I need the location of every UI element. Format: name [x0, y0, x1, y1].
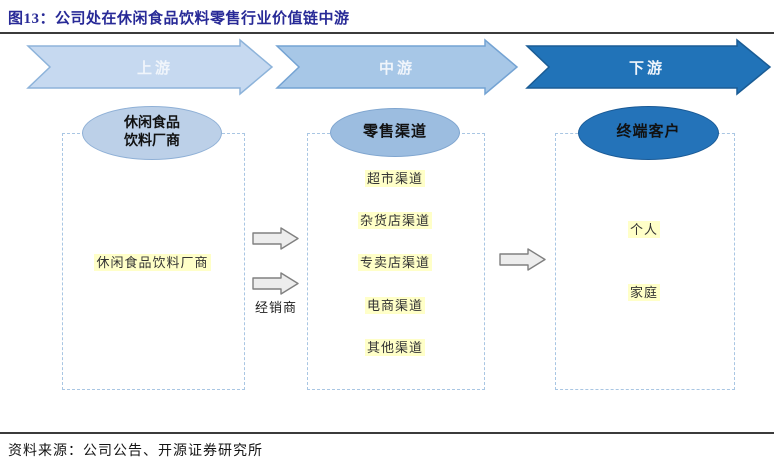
figure-title: 图13：公司处在休闲食品饮料零售行业价值链中游 [8, 11, 350, 27]
midstream-header-label: 零售渠道 [362, 123, 427, 140]
flow-arrow-upper-icon [252, 227, 299, 250]
channel-item-ecommerce: 电商渠道 [307, 297, 483, 315]
upstream-header-line1: 休闲食品 [124, 115, 180, 131]
item-tag: 超市渠道 [364, 170, 425, 187]
upstream-header-line2: 饮料厂商 [124, 134, 180, 149]
source-note: 资料来源：公司公告、开源证券研究所 [8, 444, 263, 459]
upstream-item-manufacturer: 休闲食品饮料厂商 [62, 254, 243, 272]
channel-item-other: 其他渠道 [307, 339, 483, 357]
item-tag: 杂货店渠道 [357, 212, 432, 229]
upstream-header-ellipse: 休闲食品 饮料厂商 [82, 106, 222, 160]
customer-item-family: 家庭 [555, 284, 733, 302]
downstream-header-label: 终端客户 [616, 124, 681, 141]
stage-label-downstream: 下游 [628, 61, 665, 77]
stage-label-midstream: 中游 [378, 61, 415, 77]
title-divider-line [0, 32, 774, 34]
flow-arrow-lower-icon [252, 272, 299, 295]
stage-label-upstream: 上游 [136, 61, 173, 77]
midstream-header-ellipse: 零售渠道 [330, 108, 460, 157]
downstream-header-ellipse: 终端客户 [578, 106, 719, 160]
midstream-arrow-icon [275, 38, 519, 96]
downstream-arrow-icon [525, 38, 772, 96]
item-tag: 专卖店渠道 [357, 254, 432, 271]
downstream-column-box [555, 133, 735, 390]
customer-item-individual: 个人 [555, 221, 733, 239]
stage-arrows [26, 38, 772, 96]
item-tag: 其他渠道 [364, 339, 425, 356]
distributor-label: 经销商 [254, 300, 297, 315]
channel-item-specialty: 专卖店渠道 [307, 254, 483, 272]
flow-arrow-right-icon [499, 248, 546, 271]
item-tag: 家庭 [627, 284, 660, 301]
channel-item-grocery: 杂货店渠道 [307, 212, 483, 230]
item-tag: 电商渠道 [364, 297, 425, 314]
upstream-arrow-icon [26, 38, 274, 96]
channel-item-supermarket: 超市渠道 [307, 170, 483, 188]
source-divider-line [0, 432, 774, 434]
item-tag: 个人 [627, 221, 660, 238]
item-tag: 休闲食品饮料厂商 [94, 254, 211, 271]
